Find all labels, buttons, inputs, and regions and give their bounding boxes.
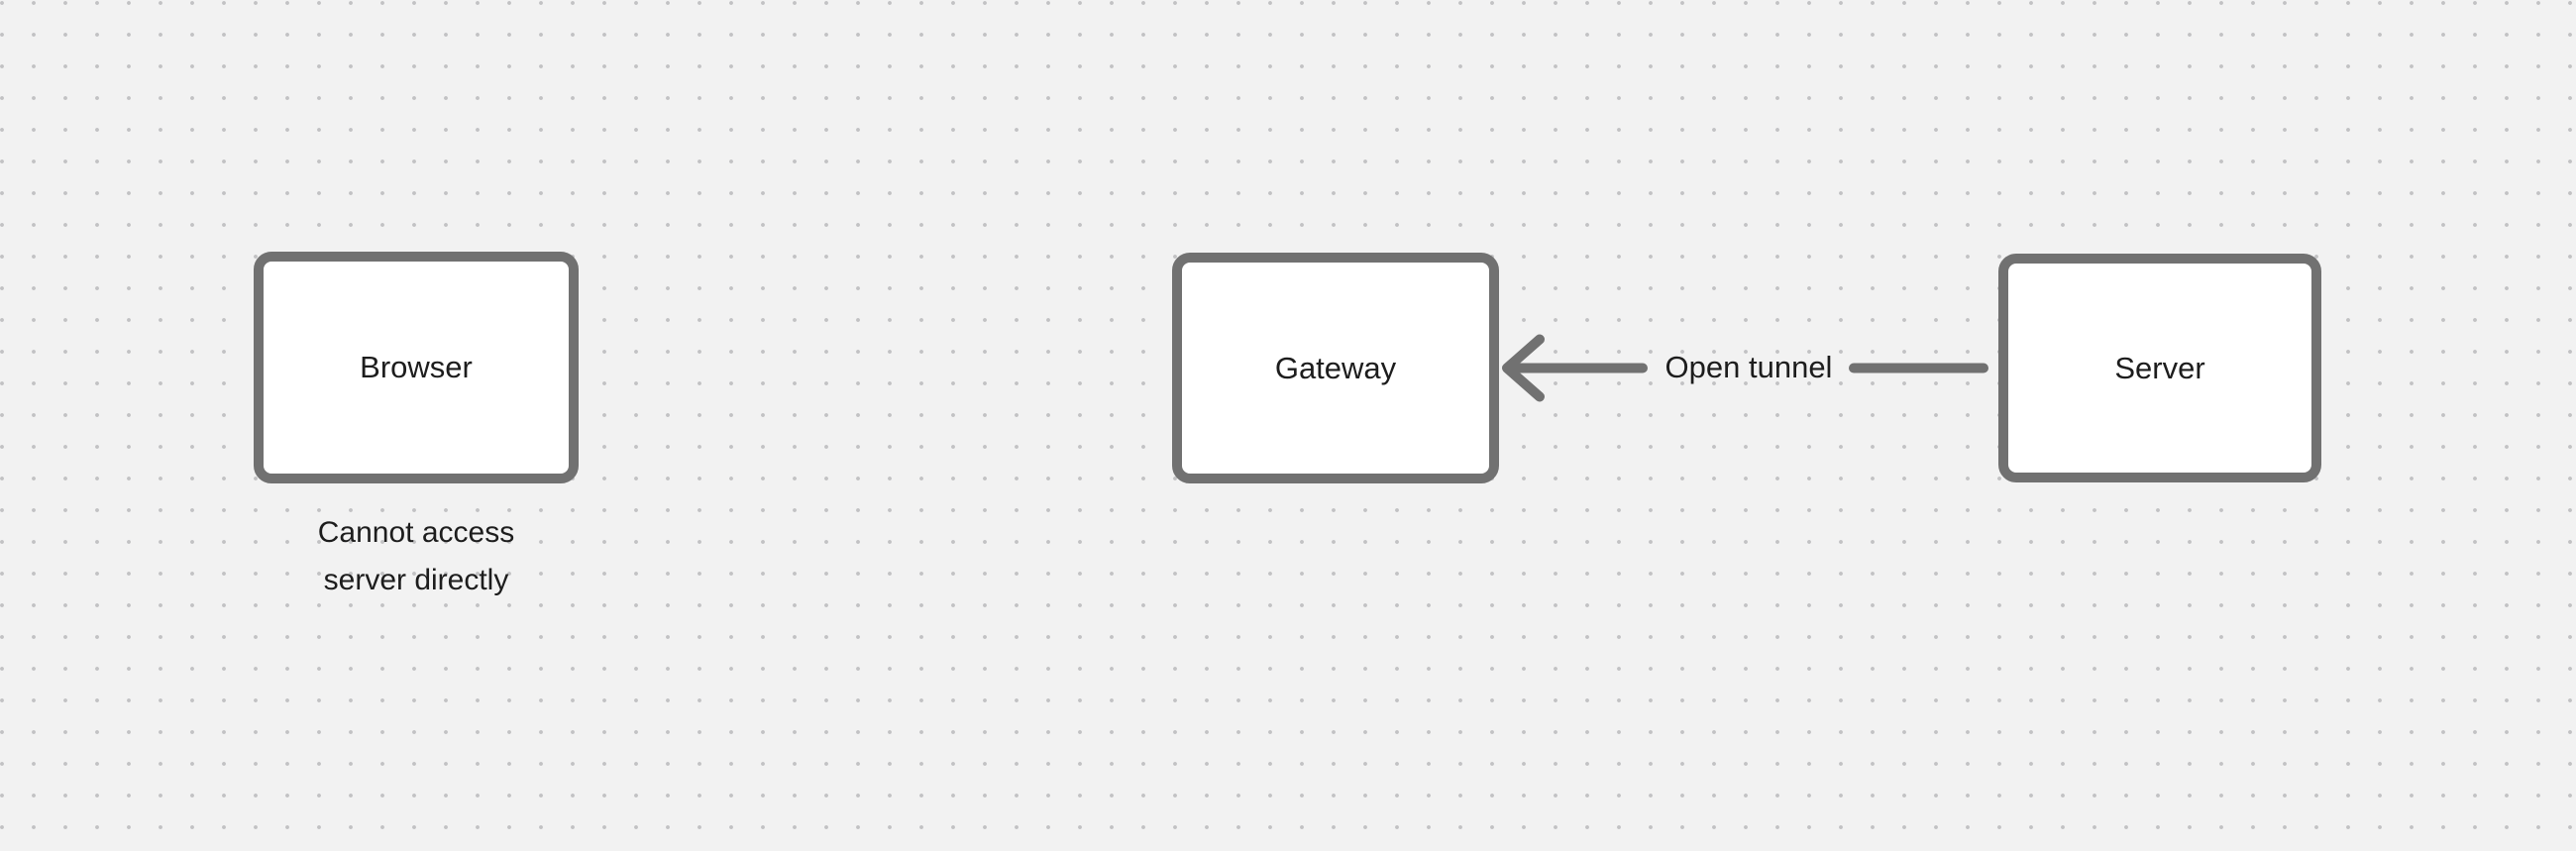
edge-label-open-tunnel[interactable]: Open tunnel	[1664, 350, 1833, 384]
node-server[interactable]: Server	[1998, 254, 2321, 482]
node-server-label: Server	[2114, 350, 2205, 385]
annotation-browser-caption[interactable]: Cannot access server directly	[317, 516, 515, 596]
node-browser-label: Browser	[360, 350, 473, 384]
node-gateway[interactable]: Gateway	[1172, 253, 1499, 483]
node-browser[interactable]: Browser	[254, 252, 579, 483]
node-gateway-label: Gateway	[1274, 350, 1397, 385]
